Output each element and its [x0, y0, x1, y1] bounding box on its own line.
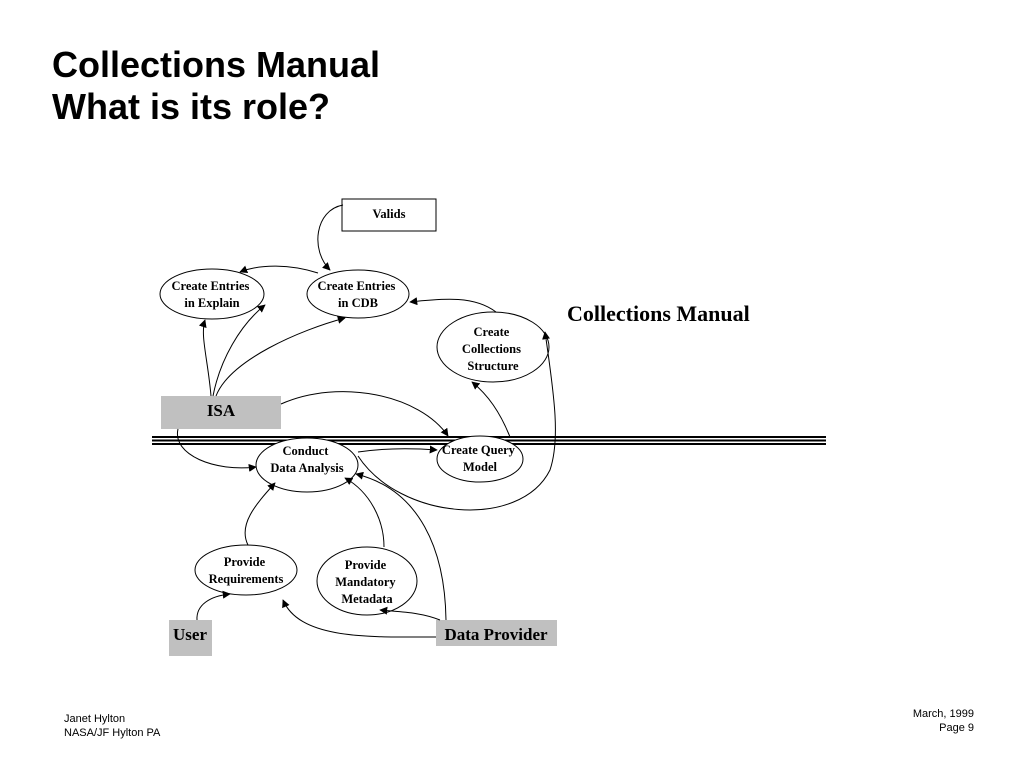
connectors [177, 204, 556, 638]
node-create-collections-structure: Create Collections Structure [436, 311, 550, 383]
arrow-requirements-to-conduct [244, 482, 276, 546]
isa-box [161, 396, 281, 429]
node-create-entries-explain: Create Entries in Explain [159, 268, 265, 320]
arrow-metadata-to-conduct [344, 477, 385, 548]
svg-text:Create Entries in CDB: Create Entries in CDB [318, 279, 399, 310]
arrow-query-to-collections [471, 381, 511, 438]
arrow-conduct-loop-to-collections [357, 331, 556, 511]
page-number: Page 9 [939, 722, 974, 734]
footer-author: Janet Hylton NASA/JF Hylton PA [64, 712, 160, 740]
svg-text:Create Query Model: Create Query Model [442, 443, 518, 474]
title-line-1: Collections Manual [52, 44, 381, 85]
valids-box [341, 198, 437, 232]
data-provider-label: Data Provider [444, 625, 548, 644]
arrow-isa-to-explain-right [212, 304, 266, 397]
node-provide-mandatory-metadata: Provide Mandatory Metadata [316, 546, 418, 616]
node-create-entries-cdb: Create Entries in CDB [306, 269, 410, 319]
arrow-isa-to-conduct [177, 428, 257, 472]
arrow-collections-to-cdb [409, 297, 497, 313]
author-name: Janet Hylton [64, 713, 126, 725]
footer-date-page: March, 1999 Page 9 [913, 707, 974, 735]
svg-text:Create Entries in Explai: Create Entries in Explain [172, 279, 253, 310]
arrow-isa-to-explain-left [198, 319, 212, 397]
node-create-query-model: Create Query Model [436, 435, 524, 483]
arrow-isa-to-cdb [215, 315, 346, 397]
arrow-isa-to-query [280, 391, 449, 437]
svg-text:Provide Mandatory: Provide Mandatory Metadata [335, 558, 399, 606]
user-label: User [173, 625, 207, 644]
user-box [169, 620, 212, 656]
data-provider-box [436, 620, 557, 646]
arrow-provider-to-conduct [355, 471, 447, 621]
svg-text:Create Collections: Create Collections Structure [462, 325, 524, 373]
collections-manual-label: Collections Manual [567, 301, 750, 326]
arrow-conduct-to-query [357, 445, 438, 454]
arrow-user-to-requirements [196, 590, 231, 621]
arrow-provider-to-metadata [379, 606, 441, 621]
title-line-2: What is its role? [52, 86, 331, 127]
footer-date: March, 1999 [912, 708, 974, 720]
valids-label: Valids [373, 207, 406, 221]
isa-label: ISA [207, 401, 236, 420]
arrow-valids-to-cdb [317, 204, 344, 271]
node-conduct-data-analysis: Conduct Data Analysis [255, 437, 359, 493]
slide-title: Collections Manual What is its role? [52, 44, 380, 128]
svg-text:Provide Requirements: Provide Requirements [209, 555, 284, 586]
node-provide-requirements: Provide Requirements [194, 544, 298, 596]
author-org: NASA/JF Hylton PA [64, 727, 161, 739]
arrow-provider-to-requirements [282, 599, 437, 638]
arrow-cdb-to-explain [239, 265, 319, 274]
svg-text:Conduct Data Analysis: Conduct Data Analysis [270, 444, 343, 475]
